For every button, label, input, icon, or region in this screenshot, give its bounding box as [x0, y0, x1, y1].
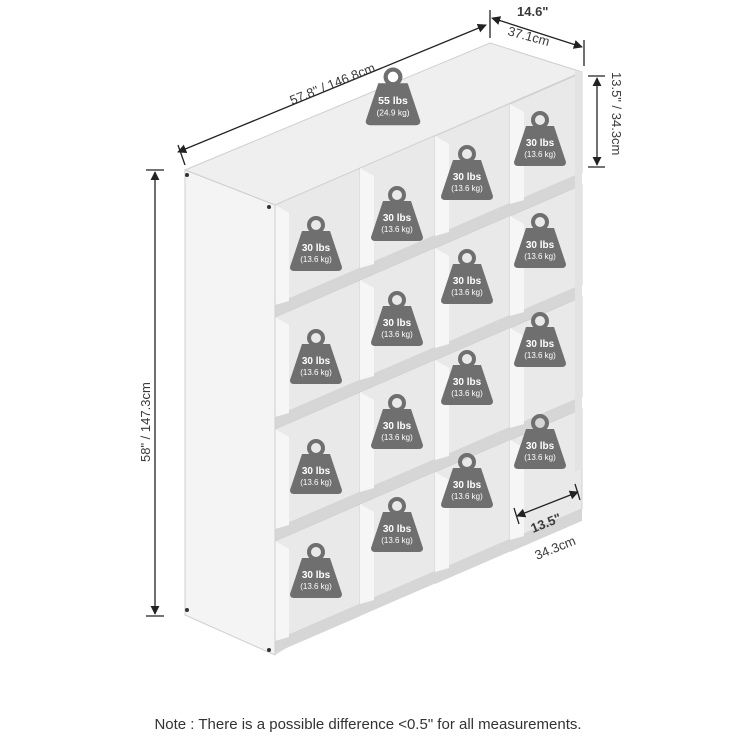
weight-icon: 30 lbs(13.6 kg) — [514, 312, 566, 367]
weight-lbs-label: 30 lbs — [383, 421, 412, 432]
weight-icon: 30 lbs(13.6 kg) — [290, 439, 342, 494]
weight-lbs-label: 30 lbs — [383, 524, 412, 535]
weight-kg-label: (13.6 kg) — [524, 252, 556, 261]
weight-kg-label: (24.9 kg) — [376, 108, 409, 118]
depth-cm-label: 37.1cm — [506, 23, 551, 49]
weight-icon: 30 lbs(13.6 kg) — [441, 453, 493, 508]
weight-kg-label: (13.6 kg) — [300, 255, 332, 264]
weight-lbs-label: 30 lbs — [453, 480, 482, 491]
cube-shelf — [275, 604, 360, 653]
cube-shelf — [435, 539, 510, 584]
screw-dot — [267, 648, 271, 652]
cube-shelf — [360, 235, 435, 280]
cube-divider — [275, 317, 289, 417]
weight-kg-label: (13.6 kg) — [451, 389, 483, 398]
weight-lbs-label: 30 lbs — [302, 466, 331, 477]
right-side-edge — [575, 70, 582, 472]
cube-shelf — [510, 172, 582, 216]
cube-shelf — [360, 571, 435, 616]
left-side-panel — [184, 169, 276, 656]
weight-icon: 30 lbs(13.6 kg) — [290, 216, 342, 271]
cube-divider — [275, 429, 289, 529]
weight-lbs-label: 30 lbs — [302, 243, 331, 254]
cube-divider — [275, 541, 289, 641]
weight-kg-label: (13.6 kg) — [451, 184, 483, 193]
weight-icon: 30 lbs(13.6 kg) — [514, 111, 566, 166]
screw-dot — [267, 205, 271, 209]
weight-lbs-label: 55 lbs — [378, 95, 408, 107]
weight-kg-label: (13.6 kg) — [381, 330, 413, 339]
cube-height-label: 13.5" / 34.3cm — [609, 72, 624, 155]
measurement-note: Note : There is a possible difference <0… — [154, 716, 582, 733]
weight-lbs-label: 30 lbs — [383, 213, 412, 224]
weight-kg-label: (13.6 kg) — [300, 478, 332, 487]
cube-shelf — [360, 459, 435, 504]
weight-icon: 30 lbs(13.6 kg) — [371, 291, 423, 346]
cube-divider — [360, 168, 374, 268]
weight-kg-label: (13.6 kg) — [381, 433, 413, 442]
cube-shelf — [435, 427, 510, 472]
weight-kg-label: (13.6 kg) — [524, 453, 556, 462]
weight-lbs-label: 30 lbs — [302, 356, 331, 367]
weight-kg-label: (13.6 kg) — [451, 288, 483, 297]
cube-divider — [275, 205, 289, 305]
cube-shelf — [510, 284, 582, 328]
cube-shelf — [435, 315, 510, 360]
weight-lbs-label: 30 lbs — [526, 240, 555, 251]
cube-divider — [435, 360, 449, 460]
weight-icon: 30 lbs(13.6 kg) — [514, 213, 566, 268]
cube-shelf — [435, 203, 510, 248]
weight-lbs-label: 30 lbs — [453, 377, 482, 388]
weight-kg-label: (13.6 kg) — [524, 351, 556, 360]
weight-icon: 30 lbs(13.6 kg) — [371, 394, 423, 449]
weight-lbs-label: 30 lbs — [526, 441, 555, 452]
cube-shelf — [275, 380, 360, 429]
weight-lbs-label: 30 lbs — [383, 318, 412, 329]
weight-kg-label: (13.6 kg) — [381, 536, 413, 545]
cube-shelf — [275, 268, 360, 317]
weight-icon: 30 lbs(13.6 kg) — [514, 414, 566, 469]
weight-icon: 30 lbs(13.6 kg) — [290, 543, 342, 598]
weight-kg-label: (13.6 kg) — [300, 582, 332, 591]
weight-lbs-label: 30 lbs — [526, 138, 555, 149]
weight-kg-label: (13.6 kg) — [451, 492, 483, 501]
cube-shelf — [275, 492, 360, 541]
screw-dot — [185, 173, 189, 177]
cube-divider — [360, 504, 374, 604]
weight-icon: 30 lbs(13.6 kg) — [441, 249, 493, 304]
weight-lbs-label: 30 lbs — [526, 339, 555, 350]
height-label: 58" / 147.3cm — [138, 382, 153, 462]
cube-shelf — [360, 347, 435, 392]
cube-divider — [435, 136, 449, 236]
depth-in-label: 14.6" — [517, 4, 548, 19]
weight-icon: 30 lbs(13.6 kg) — [441, 350, 493, 405]
weight-lbs-label: 30 lbs — [302, 570, 331, 581]
weight-icon: 30 lbs(13.6 kg) — [371, 497, 423, 552]
cube-shelf — [510, 508, 582, 552]
weight-lbs-label: 30 lbs — [453, 276, 482, 287]
dimension-lines — [146, 10, 605, 617]
weight-kg-label: (13.6 kg) — [381, 225, 413, 234]
cube-divider — [360, 280, 374, 380]
cube-divider — [360, 392, 374, 492]
weight-icon: 30 lbs(13.6 kg) — [290, 329, 342, 384]
weight-kg-label: (13.6 kg) — [524, 150, 556, 159]
weight-kg-label: (13.6 kg) — [300, 368, 332, 377]
weight-lbs-label: 30 lbs — [453, 172, 482, 183]
screw-dot — [185, 608, 189, 612]
weight-icon: 30 lbs(13.6 kg) — [371, 186, 423, 241]
